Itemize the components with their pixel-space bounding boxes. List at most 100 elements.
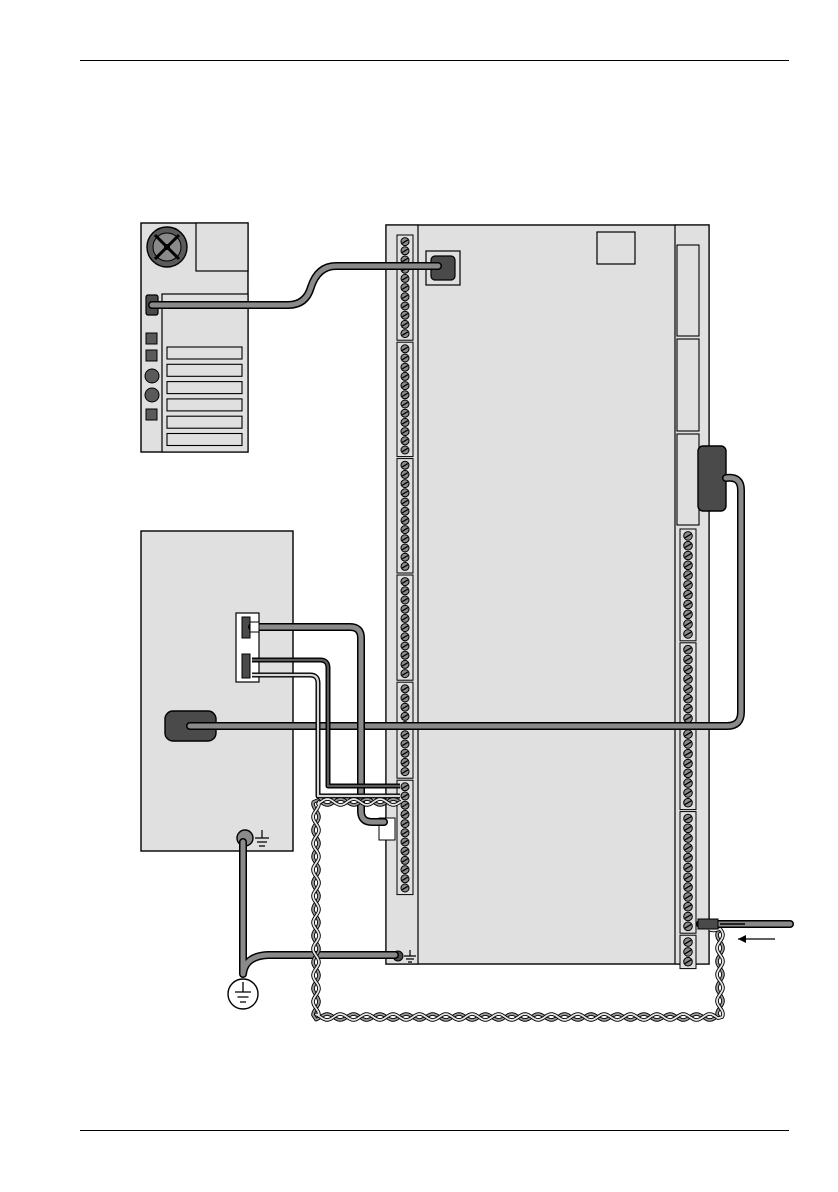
- screw-terminal-icon: [401, 470, 409, 478]
- computer-expansion-slot: [167, 399, 242, 411]
- computer-drive-bay: [196, 223, 248, 271]
- computer-expansion-slot: [167, 347, 242, 359]
- screw-terminal-icon: [684, 561, 693, 570]
- computer-expansion-slot: [167, 364, 242, 376]
- screw-terminal-icon: [684, 902, 693, 911]
- screw-terminal-icon: [401, 461, 409, 469]
- computer-expansion-slot: [167, 382, 242, 394]
- screw-terminal-icon: [401, 651, 409, 659]
- power-supply-terminal-contact: [242, 654, 250, 678]
- computer-port: [146, 350, 157, 361]
- screw-terminal-icon: [401, 320, 409, 328]
- screw-terminal-icon: [684, 551, 693, 560]
- screw-terminal-icon: [684, 571, 693, 580]
- screw-terminal-icon: [401, 768, 409, 776]
- screw-terminal-icon: [401, 605, 409, 613]
- screw-terminal-icon: [401, 330, 409, 338]
- screw-terminal-icon: [684, 730, 693, 739]
- screw-terminal-icon: [684, 610, 693, 619]
- screw-terminal-icon: [684, 814, 693, 823]
- screw-terminal-icon: [401, 829, 409, 837]
- screw-terminal-icon: [684, 824, 693, 833]
- screw-terminal-icon: [401, 758, 409, 766]
- screw-terminal-icon: [401, 345, 409, 353]
- computer-port: [145, 388, 159, 402]
- screw-terminal-icon: [401, 418, 409, 426]
- screw-terminal-icon: [684, 532, 693, 541]
- screw-terminal-icon: [401, 437, 409, 445]
- screw-terminal-icon: [401, 284, 409, 292]
- screw-terminal-icon: [401, 660, 409, 668]
- screw-terminal-icon: [401, 642, 409, 650]
- right-terminal-strip: [680, 529, 696, 969]
- screw-terminal-icon: [684, 863, 693, 872]
- screw-terminal-icon: [401, 311, 409, 319]
- screw-terminal-icon: [684, 581, 693, 590]
- screw-terminal-icon: [401, 596, 409, 604]
- screw-terminal-icon: [684, 883, 693, 892]
- screw-terminal-icon: [684, 645, 693, 654]
- screw-terminal-icon: [401, 553, 409, 561]
- screw-terminal-icon: [684, 853, 693, 862]
- power-supply-case: [141, 531, 293, 851]
- screw-terminal-icon: [401, 302, 409, 310]
- screw-terminal-icon: [401, 703, 409, 711]
- screw-terminal-icon: [401, 856, 409, 864]
- screw-terminal-icon: [401, 544, 409, 552]
- screw-terminal-icon: [401, 694, 409, 702]
- screw-terminal-icon: [401, 783, 409, 791]
- screw-terminal-icon: [684, 749, 693, 758]
- screw-terminal-icon: [684, 912, 693, 921]
- screw-terminal-icon: [401, 847, 409, 855]
- screw-terminal-icon: [684, 948, 693, 957]
- screw-terminal-icon: [401, 489, 409, 497]
- screw-terminal-icon: [684, 740, 693, 749]
- screw-terminal-icon: [401, 535, 409, 543]
- screw-terminal-icon: [401, 670, 409, 678]
- controller-power-connector: [698, 446, 726, 511]
- screw-terminal-icon: [401, 578, 409, 586]
- screw-terminal-icon: [401, 409, 409, 417]
- screw-terminal-icon: [684, 769, 693, 778]
- screw-terminal-icon: [401, 507, 409, 515]
- screw-terminal-icon: [684, 798, 693, 807]
- fan-icon: [147, 227, 187, 267]
- screw-terminal-icon: [684, 834, 693, 843]
- screw-terminal-icon: [401, 731, 409, 739]
- screw-terminal-icon: [684, 655, 693, 664]
- controller-board-outline: [386, 225, 709, 964]
- screw-terminal-icon: [684, 789, 693, 798]
- screw-terminal-icon: [401, 382, 409, 390]
- incoming-bus-cable: [698, 919, 790, 929]
- screw-terminal-icon: [401, 247, 409, 255]
- screw-terminal-icon: [401, 838, 409, 846]
- screw-terminal-icon: [684, 704, 693, 713]
- screw-terminal-icon: [684, 873, 693, 882]
- screw-terminal-icon: [684, 779, 693, 788]
- screw-terminal-icon: [401, 712, 409, 720]
- screw-terminal-icon: [684, 620, 693, 629]
- screw-terminal-icon: [401, 633, 409, 641]
- screw-terminal-icon: [401, 884, 409, 892]
- arrow-icon: [738, 935, 775, 943]
- ground-cable: [228, 842, 395, 1009]
- screw-terminal-icon: [401, 526, 409, 534]
- screw-terminal-icon: [401, 480, 409, 488]
- screw-terminal-icon: [684, 685, 693, 694]
- controller-side-module: [677, 245, 699, 336]
- ground-icon: [228, 979, 258, 1009]
- computer-port: [146, 409, 157, 420]
- computer-expansion-slot: [167, 416, 242, 428]
- screw-terminal-icon: [401, 498, 409, 506]
- screw-terminal-icon: [684, 759, 693, 768]
- screw-terminal-icon: [684, 675, 693, 684]
- screw-terminal-icon: [401, 685, 409, 693]
- screw-terminal-icon: [401, 428, 409, 436]
- screw-terminal-icon: [401, 875, 409, 883]
- screw-terminal-icon: [401, 562, 409, 570]
- computer-port: [146, 333, 157, 344]
- screw-terminal-icon: [401, 614, 409, 622]
- computer-port: [145, 369, 159, 383]
- screw-terminal-icon: [401, 587, 409, 595]
